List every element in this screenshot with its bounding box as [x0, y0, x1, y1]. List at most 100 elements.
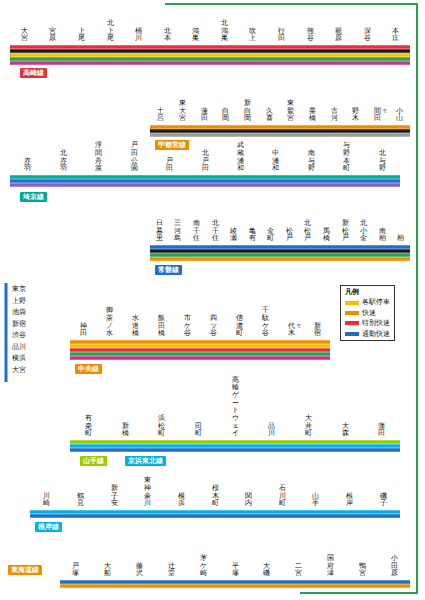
line-name: 埼京線: [23, 193, 44, 201]
line-band: [70, 448, 400, 451]
line-band: [30, 514, 400, 517]
station-name: 与野本町: [343, 142, 350, 173]
station-name: 上野: [10, 297, 28, 305]
legend-title: 凡例: [345, 288, 390, 296]
station-name: 渋谷: [10, 331, 28, 339]
line-name: 京浜東北線: [128, 457, 163, 465]
station-name: 北千住: [212, 220, 219, 243]
station-name: 東大宮: [179, 100, 186, 123]
legend-item: 特別快速: [345, 319, 390, 327]
legend-text: 通勤快速: [362, 330, 390, 338]
line-name: 常磐線: [158, 266, 179, 274]
station-name: 馬橋: [323, 228, 330, 243]
station-name: 大宮: [21, 28, 28, 43]
station-name: 二宮: [295, 563, 302, 578]
legend-text: 快速: [362, 309, 376, 317]
station-name: 鶴見: [77, 493, 84, 508]
station-name: 浜松町: [158, 415, 165, 438]
line-badge: 宇都宮線: [155, 140, 189, 150]
station-name: 白岡: [222, 108, 229, 123]
list-bar: [5, 283, 8, 382]
station-name: 野木: [352, 108, 359, 123]
station-name: 飯田橋: [158, 315, 165, 338]
line-band: [70, 444, 400, 447]
station-name: 高輪ゲートウェイ: [232, 377, 239, 439]
station-name: 有楽町: [85, 415, 92, 438]
line-band: [150, 125, 410, 128]
station-name: 川崎: [43, 493, 50, 508]
station-name: 宮原: [49, 28, 56, 43]
station-name: 南千住: [193, 220, 200, 243]
station-name: 綾瀬: [230, 228, 237, 243]
line-band: [10, 57, 410, 60]
legend-item: 各駅停車: [345, 298, 390, 306]
line-name: 中央線: [78, 365, 99, 373]
line-band: [70, 348, 330, 351]
station-name: 栗橋: [309, 108, 316, 123]
line-band: [10, 53, 410, 56]
station-name: 北戸田: [202, 150, 209, 173]
station-name: 松戸: [286, 228, 293, 243]
station-name: 新子安: [111, 485, 118, 508]
station-name: 大森: [342, 423, 349, 438]
station-name: 大宮: [10, 366, 28, 374]
station-name: 新宿: [314, 323, 321, 338]
line-badge: 東海道線: [8, 565, 42, 575]
station-name: 東鷲宮: [287, 100, 294, 123]
line-band: [10, 175, 400, 178]
line-band: [10, 49, 410, 52]
station-name: 東京: [10, 285, 28, 293]
station-name: 小田原: [391, 555, 398, 578]
line-name: 東海道線: [11, 566, 39, 574]
station-name: 大船: [104, 563, 111, 578]
station-name: 南与野: [308, 150, 315, 173]
station-name: 千駄ケ谷: [262, 307, 269, 338]
station-name: 石川町: [279, 485, 286, 508]
line-name: 宇都宮線: [158, 141, 186, 149]
station-name: 信濃町: [236, 315, 243, 338]
station-name: 上尾: [78, 28, 85, 43]
station-name: 北松戸: [304, 220, 311, 243]
station-name: 新宿: [10, 320, 28, 328]
legend-item: 通勤快速: [345, 330, 390, 338]
station-name: 北与野: [379, 150, 386, 173]
line-band: [150, 253, 410, 256]
line-band: [70, 440, 400, 443]
station-name: 鴻巣: [192, 28, 199, 43]
line-band: [150, 133, 410, 136]
station-name: 日暮里: [156, 220, 163, 243]
station-name: 柏: [397, 235, 404, 243]
legend-swatch: [345, 321, 359, 325]
station-name: 北小金: [360, 220, 367, 243]
station-name: 代々木: [288, 323, 295, 338]
line-band: [10, 183, 400, 186]
line-badge: 高崎線: [20, 68, 47, 78]
station-name: 藤沢: [136, 563, 143, 578]
station-name: 蒲田: [378, 423, 385, 438]
station-name: 国府津: [327, 555, 334, 578]
legend-swatch: [345, 301, 359, 305]
station-name: 品川: [268, 423, 275, 438]
line-band: [150, 249, 410, 252]
station-name: 桜木町: [212, 485, 219, 508]
station-name: 行田: [278, 28, 285, 43]
frame-line: [165, 4, 417, 593]
line-band: [70, 356, 330, 359]
station-name: 新松戸: [342, 220, 349, 243]
station-name: 戸田公園: [131, 142, 138, 173]
line-badge: 埼京線: [20, 192, 47, 202]
line-badge: 中央線: [75, 364, 102, 374]
station-name: 新白岡: [244, 100, 251, 123]
station-name: 桶川: [135, 28, 142, 43]
station-name: 古河: [331, 108, 338, 123]
station-name: 磯子: [380, 493, 387, 508]
legend-item: 快速: [345, 309, 390, 317]
station-name: 横浜: [178, 493, 185, 508]
station-name: 品川: [10, 343, 28, 351]
station-name: 三河島: [174, 220, 181, 243]
line-band: [10, 61, 410, 64]
line-band: [30, 510, 400, 513]
legend-text: 特別快速: [362, 319, 390, 327]
station-name: 辻堂: [168, 563, 175, 578]
